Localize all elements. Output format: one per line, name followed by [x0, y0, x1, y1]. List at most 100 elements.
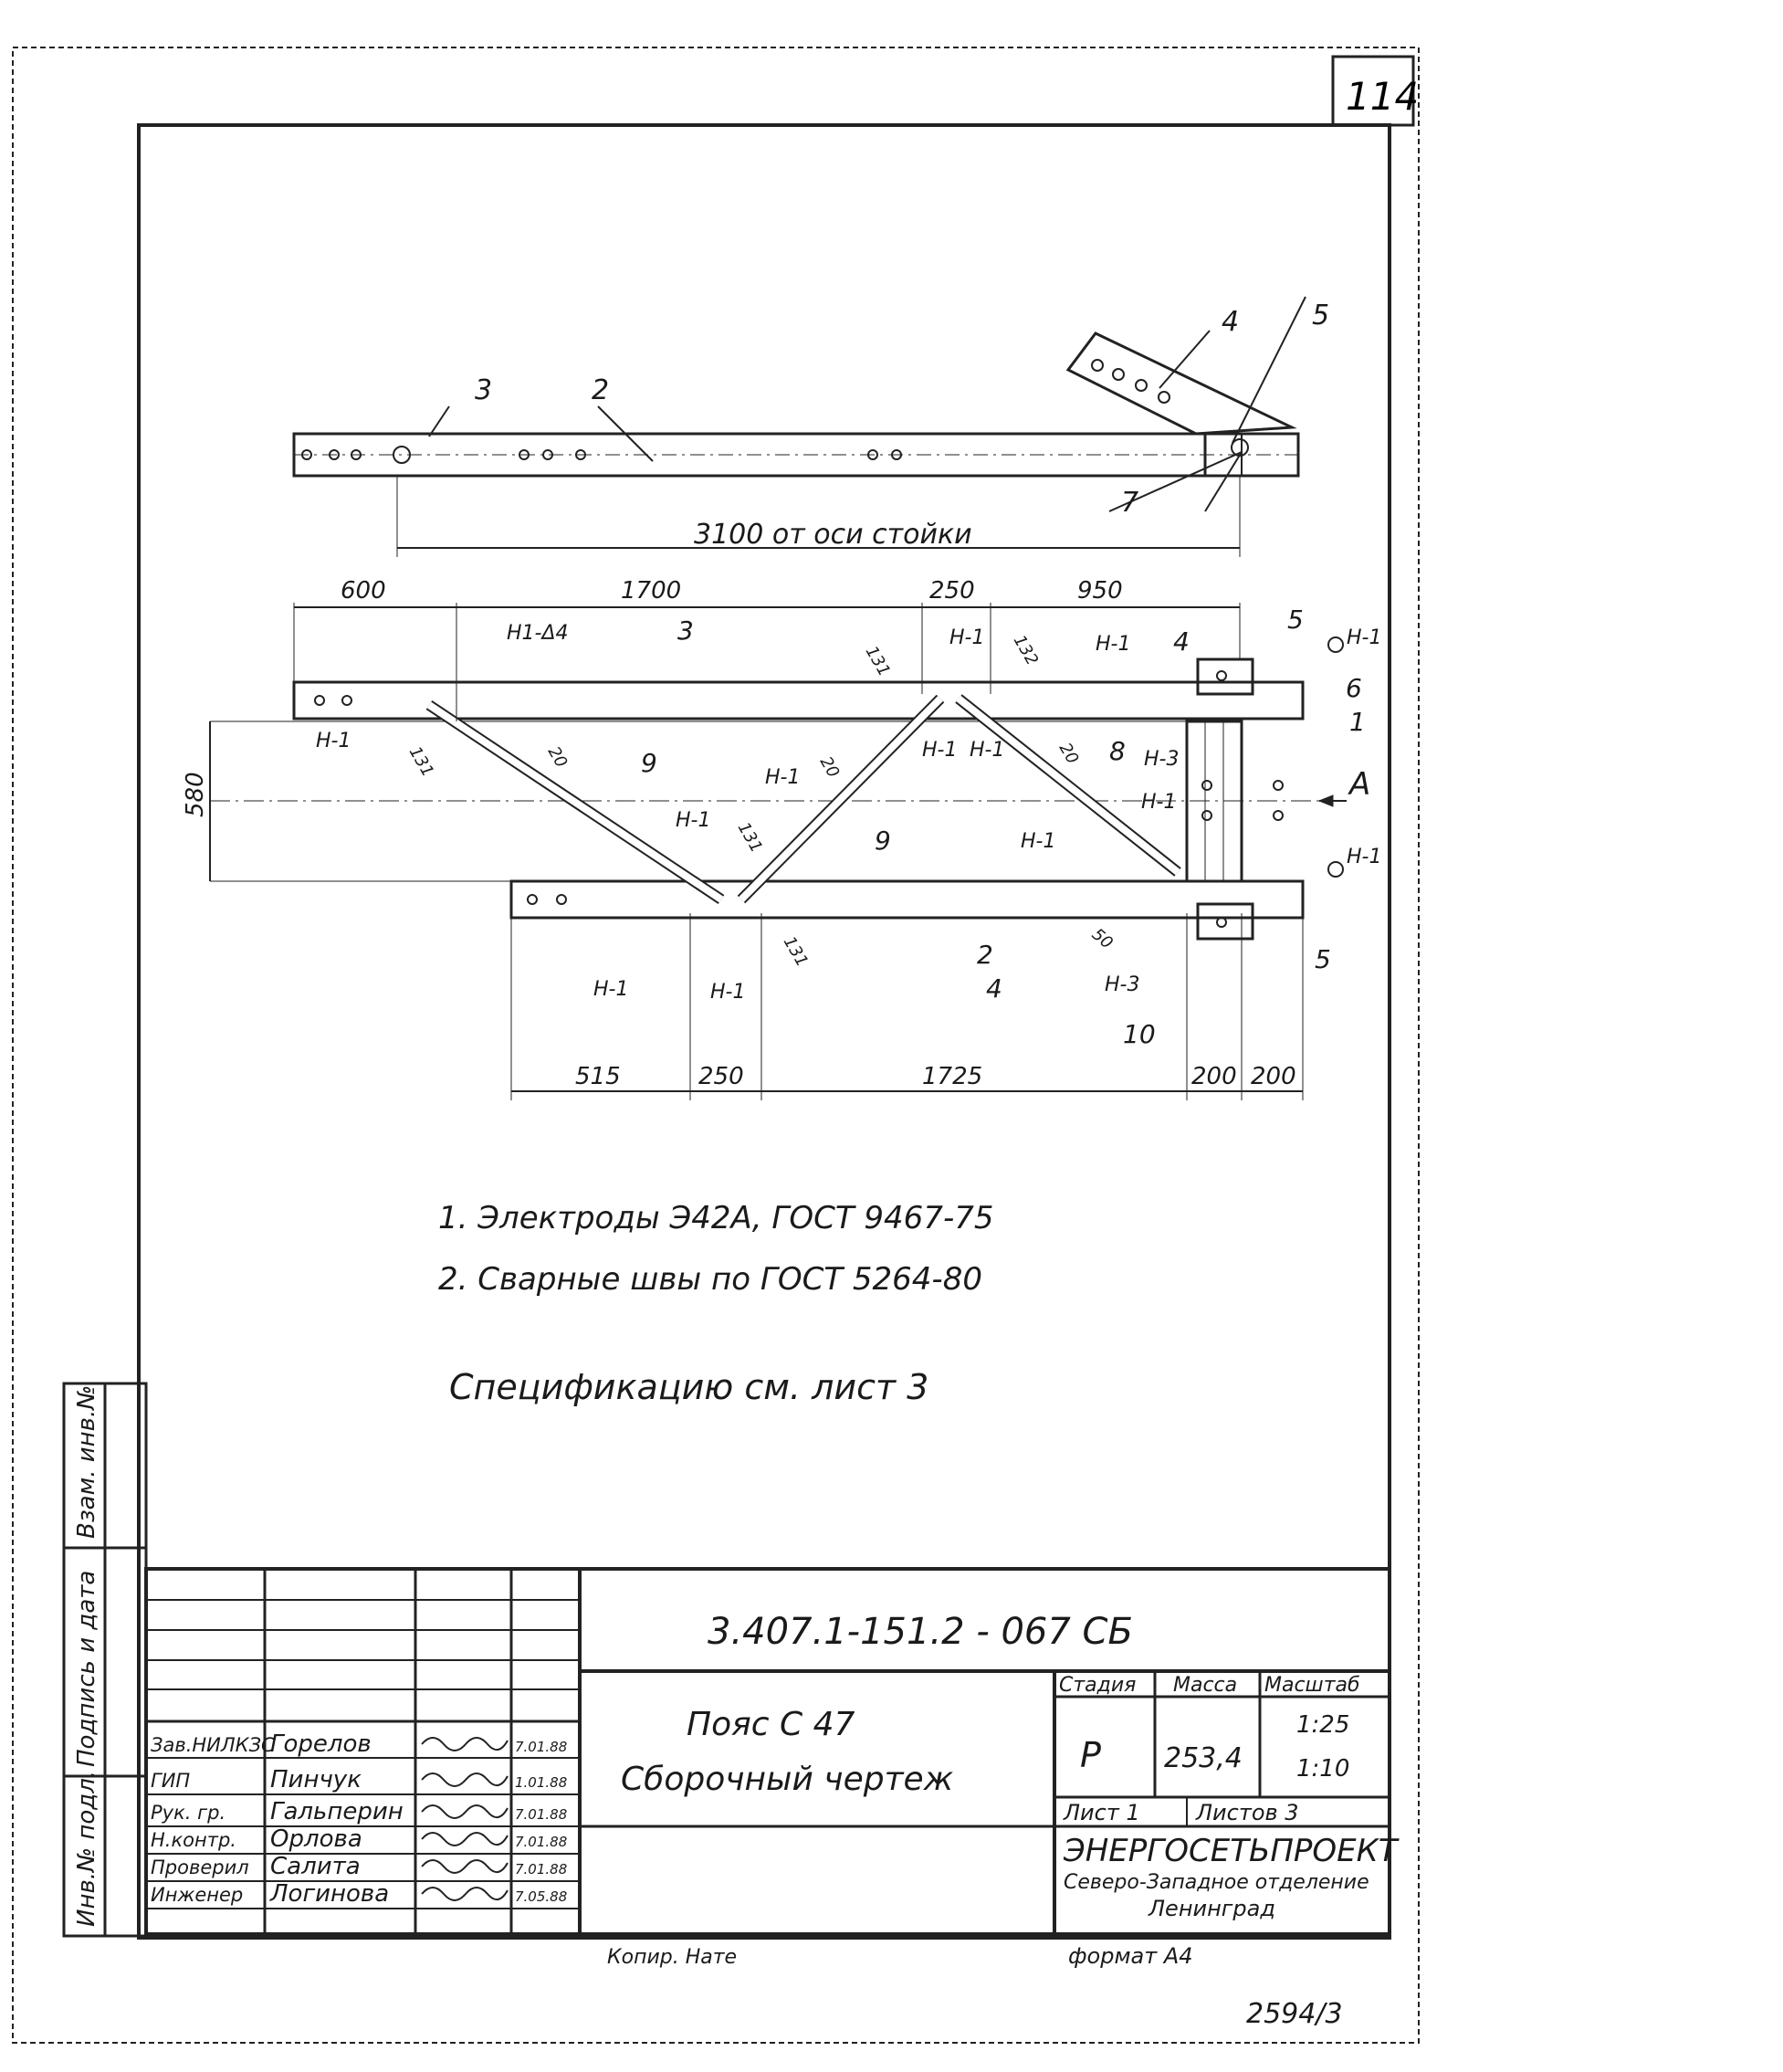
label-part-2: 2	[592, 374, 609, 406]
dim-1725: 1725	[922, 1063, 982, 1090]
sheet-footer: Копир. Нате формат А4 2594/3	[607, 1943, 1343, 2030]
weld-tag: Н-1	[1141, 791, 1176, 814]
signature-name: Горелов	[270, 1730, 372, 1758]
label-part-4: 4	[1222, 306, 1239, 338]
signature-mark	[421, 1737, 509, 1751]
label-part-4: 4	[1173, 626, 1190, 657]
signature-name: Пинчук	[270, 1766, 362, 1793]
mass-value: 253,4	[1164, 1742, 1243, 1774]
dim-950: 950	[1077, 577, 1123, 605]
dim-131: 131	[734, 819, 766, 856]
dim-131: 131	[780, 933, 812, 970]
dim-3100: 3100 от оси стойки	[694, 519, 972, 551]
title-line-1: Пояс С 47	[687, 1706, 855, 1743]
dim-1700: 1700	[621, 577, 681, 605]
weld-tags: Н1-Δ4 Н-1 Н-1 Н-1 Н-1 Н-1 Н-1 Н-1 Н-1 Н-…	[316, 622, 1381, 1004]
signature-date: 7.01.88	[515, 1834, 567, 1850]
dim-131: 131	[405, 743, 437, 780]
scale-value-2: 1:10	[1296, 1755, 1349, 1783]
label-part-5: 5	[1312, 300, 1329, 331]
header-mass: Масса	[1173, 1674, 1237, 1697]
weld-tag: Н-1	[922, 739, 957, 762]
signature-name: Орлова	[270, 1825, 362, 1853]
signature-mark	[421, 1832, 509, 1846]
signature-date: 1.01.88	[515, 1774, 567, 1791]
weld-tag: Н-1	[316, 730, 351, 752]
signature-date: 7.01.88	[515, 1739, 567, 1755]
weld-tag: Н-1	[593, 978, 628, 1001]
label-part-9: 9	[641, 748, 657, 778]
stage-value: Р	[1080, 1735, 1101, 1775]
top-view-labels: 3 2 4 5 7 3100 от оси стойки	[475, 300, 1329, 551]
note-2: 2. Сварные швы по ГОСТ 5264-80	[438, 1261, 982, 1298]
bottom-code: 2594/3	[1246, 1998, 1343, 2030]
title-block-text: 3.407.1-151.2 - 067 СБ Пояс С 47 Сборочн…	[621, 1611, 1400, 1921]
org-city: Ленинград	[1148, 1896, 1275, 1921]
label-vzam-inv: Взам. инв.№	[73, 1385, 100, 1539]
dim-580: 580	[182, 772, 209, 817]
label-part-5: 5	[1287, 605, 1304, 635]
plate-5-bottom	[1196, 902, 1254, 941]
format-note: формат А4	[1068, 1943, 1193, 1969]
dim-200-a: 200	[1191, 1063, 1237, 1090]
lower-chord	[509, 879, 1305, 920]
plan-view	[209, 603, 1347, 1100]
title-line-2: Сборочный чертеж	[621, 1761, 954, 1798]
signature-date: 7.01.88	[515, 1806, 567, 1823]
dim-200-b: 200	[1251, 1063, 1296, 1090]
title-block	[144, 1567, 1391, 1936]
dim-250-top: 250	[929, 577, 975, 605]
signature-name: Салита	[270, 1853, 361, 1880]
signature-mark	[421, 1804, 509, 1819]
plan-view-dimensions: 600 1700 250 950 515 250 1725 200 200 58…	[182, 577, 1296, 1090]
dim-20: 20	[816, 753, 844, 781]
label-part-6: 6	[1346, 673, 1362, 703]
page-number: 114	[1346, 74, 1419, 119]
dim-20: 20	[544, 743, 572, 771]
dim-20: 20	[1055, 740, 1083, 767]
signature-date: 7.01.88	[515, 1861, 567, 1877]
signature-mark	[421, 1887, 509, 1901]
label-part-2: 2	[977, 940, 993, 970]
label-part-4: 4	[986, 973, 1002, 1004]
sheet-count: Листов 3	[1195, 1800, 1299, 1825]
weld-tag: Н-1	[765, 766, 800, 789]
weld-tag: Н1-Δ4	[507, 622, 569, 645]
signature-role: ГИП	[151, 1770, 190, 1792]
notes: 1. Электроды Э42А, ГОСТ 9467-75 2. Сварн…	[438, 1200, 993, 1407]
doc-code: 3.407.1-151.2 - 067 СБ	[708, 1611, 1133, 1653]
signature-role: Рук. гр.	[151, 1802, 225, 1824]
plate-5-top	[1196, 657, 1254, 696]
header-stage: Стадия	[1059, 1674, 1136, 1697]
org-branch: Северо-Западное отделение	[1064, 1871, 1369, 1894]
weld-tag: Н-3	[1105, 973, 1139, 996]
weld-tag: Н-1	[1347, 626, 1381, 649]
signature-name: Гальперин	[270, 1798, 404, 1825]
label-part-3: 3	[475, 374, 492, 406]
label-part-10: 10	[1123, 1019, 1156, 1049]
spec-note: Спецификацию см. лист 3	[449, 1367, 928, 1407]
note-1: 1. Электроды Э42А, ГОСТ 9467-75	[438, 1200, 993, 1236]
label-part-7: 7	[1121, 487, 1138, 519]
dim-250-bottom: 250	[698, 1063, 744, 1090]
label-inv-podl: Инв.№ подл.	[73, 1771, 100, 1927]
weld-tag: Н-1	[970, 739, 1004, 762]
dim-515: 515	[575, 1063, 621, 1090]
dim-131: 131	[862, 643, 894, 679]
label-part-5: 5	[1315, 944, 1331, 974]
signature-mark	[421, 1859, 509, 1874]
sheet-frame	[12, 47, 1420, 2044]
label-part-9: 9	[875, 826, 891, 856]
signature-mark	[421, 1772, 509, 1787]
label-podpis-data: Подпись и дата	[73, 1571, 100, 1767]
copy-note: Копир. Нате	[607, 1946, 737, 1969]
weld-tag: Н-3	[1144, 748, 1179, 771]
signature-role: Зав.НИЛКЗС	[151, 1734, 275, 1756]
signature-role: Н.контр.	[151, 1829, 236, 1851]
label-part-1: 1	[1349, 707, 1366, 737]
dim-50: 50	[1088, 925, 1117, 953]
top-view-gusset-4	[1065, 331, 1297, 436]
label-part-3: 3	[677, 615, 694, 646]
end-post-1	[1185, 720, 1243, 883]
